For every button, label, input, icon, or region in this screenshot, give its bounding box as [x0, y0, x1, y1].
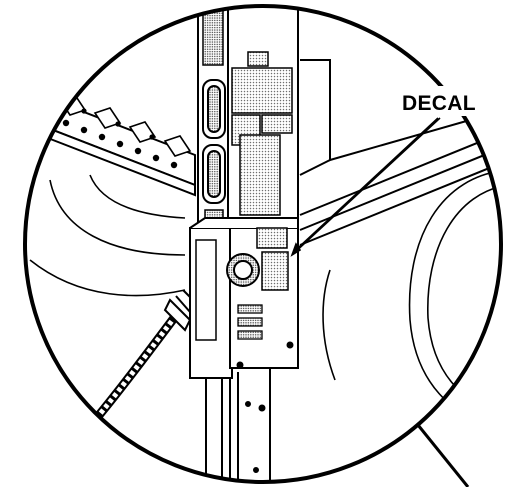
magnifier-ring: [23, 4, 503, 484]
magnifier-handle: [416, 424, 470, 487]
decal-leader-line: [290, 117, 441, 257]
pdu-housing-lower: [189, 217, 299, 379]
callout-label-backdrop: [398, 86, 502, 116]
callout-label-decal: DECAL: [402, 92, 476, 115]
cabinet-curves-left: [29, 174, 186, 297]
mounting-rail: [39, 93, 196, 197]
rack-post-lower: [205, 359, 271, 482]
power-cord: [91, 289, 199, 423]
pdu-strip: [197, 6, 299, 231]
